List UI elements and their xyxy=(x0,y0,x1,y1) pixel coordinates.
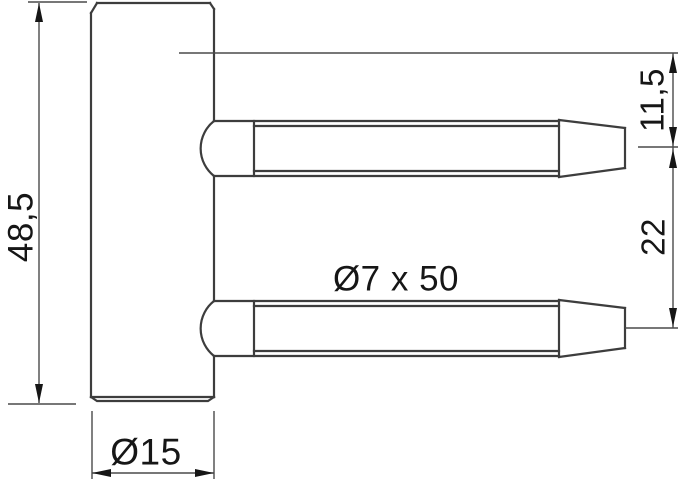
pin-size-label: Ø7 x 50 xyxy=(333,260,459,299)
dim-top-pin-offset-label: 11,5 xyxy=(634,68,671,132)
hinge-body-outline xyxy=(89,1,216,403)
bottom-pin-taper xyxy=(557,298,627,359)
bottom-pin-outline xyxy=(199,298,627,359)
bottom-pin-head-arc xyxy=(199,299,216,358)
body-top-left-chamfer xyxy=(89,1,99,15)
dim-pin-spacing-label: 22 xyxy=(635,218,672,256)
height-arrow-up xyxy=(35,3,43,22)
bottom-pin-inner-lines xyxy=(252,304,561,353)
pin-position-dimensions: 11,5 22 xyxy=(634,53,677,328)
offset-arrow-down xyxy=(669,127,677,146)
height-arrow-down xyxy=(35,384,43,403)
diameter-arrow-right xyxy=(195,469,214,477)
spacing-arrow-up xyxy=(669,149,677,168)
top-pin-taper xyxy=(557,118,627,179)
top-pin-outline xyxy=(199,118,627,179)
offset-arrow-up xyxy=(669,54,677,73)
body-bottom-rim xyxy=(89,395,216,403)
top-pin-inner-lines xyxy=(252,124,561,173)
spacing-arrow-down xyxy=(669,308,677,327)
diameter-arrow-left xyxy=(92,469,111,477)
reference-lines xyxy=(179,52,678,329)
dim-diameter-label: Ø15 xyxy=(110,432,181,473)
top-pin-head-arc xyxy=(199,119,216,178)
dim-height-label: 48,5 xyxy=(2,192,41,262)
diameter-dimension: Ø15 xyxy=(91,411,215,479)
height-dimension: 48,5 xyxy=(2,1,87,405)
